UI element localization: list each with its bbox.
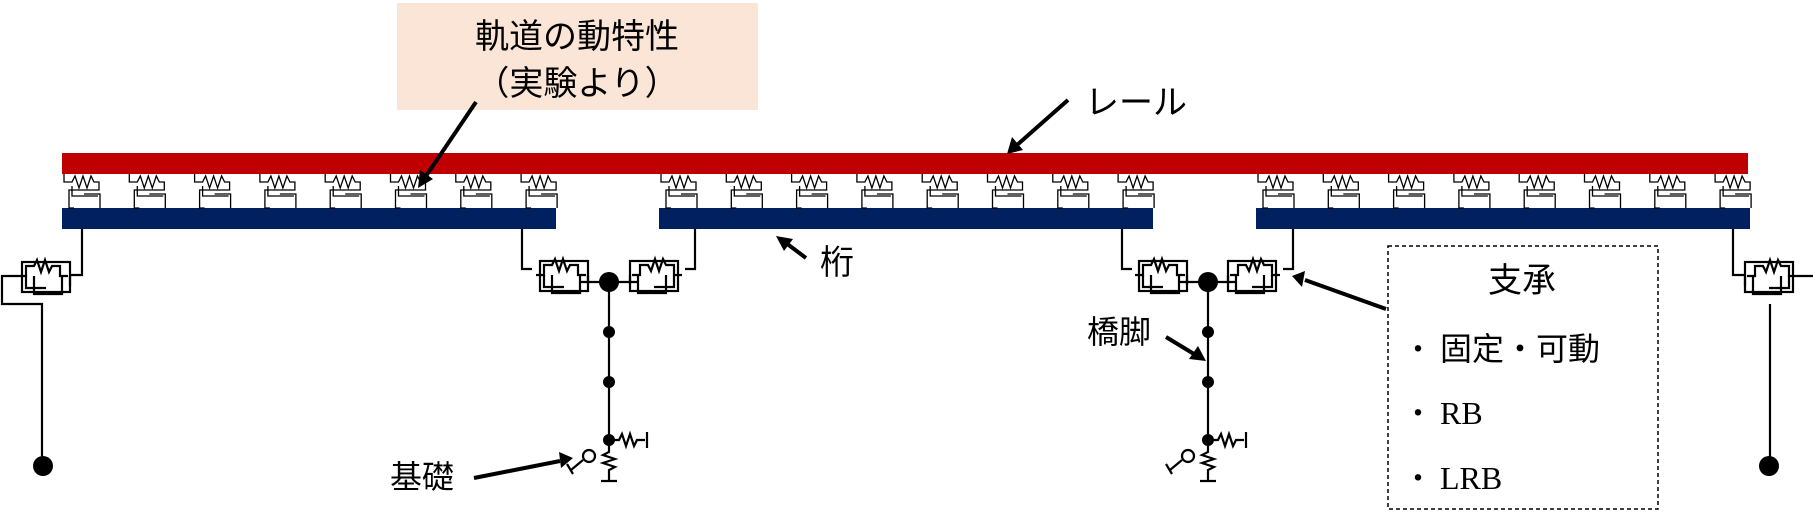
- spring-icon: [1322, 173, 1360, 209]
- spring-icon: [63, 173, 101, 209]
- pier-arrowhead-icon: [1189, 346, 1206, 361]
- node-dot-icon: [1202, 326, 1214, 338]
- track-dynamics-subtitle: （実験より）: [475, 64, 678, 104]
- node-dot-icon: [1759, 456, 1779, 476]
- legend-item-3-text: LRB: [1440, 460, 1502, 496]
- pier-label: 橋脚: [1087, 313, 1151, 351]
- bearing-arrow: [1304, 278, 1387, 311]
- spring-icon: [921, 173, 959, 209]
- girder-3: [1256, 208, 1750, 229]
- pier-arrow: [1164, 335, 1196, 356]
- spring-icon: [790, 173, 829, 209]
- girder-2: [659, 208, 1153, 229]
- bearing-legend-title: 支承: [1488, 261, 1556, 301]
- spring-icon: [1257, 173, 1295, 209]
- spring-icon: [1052, 173, 1090, 209]
- rail-label: レール: [1085, 83, 1187, 123]
- hinge-icon: [581, 448, 597, 464]
- track-dynamics-arrow: [424, 100, 478, 178]
- girder-arrowhead-icon: [776, 236, 793, 251]
- track-spring-row: [63, 173, 1752, 209]
- spring-icon: [1387, 173, 1426, 209]
- spring-icon: [1453, 173, 1491, 209]
- foundation-spring-icon: [599, 430, 649, 483]
- track-dynamics-callout-box: [397, 3, 758, 110]
- bearing-icon: [536, 255, 590, 295]
- bearing-icon: [1226, 255, 1280, 295]
- spring-icon: [1518, 173, 1556, 209]
- bearing-arrowhead-icon: [1292, 271, 1305, 287]
- node-dot-icon: [603, 326, 615, 338]
- legend-item-2-bullet: ・: [1403, 397, 1433, 432]
- rail-arrow: [1015, 98, 1070, 147]
- track-dynamics-arrowhead-icon: [418, 170, 433, 188]
- bearing-icon: [1135, 255, 1189, 295]
- spring-icon: [389, 173, 428, 209]
- girder-1: [62, 208, 556, 229]
- spring-icon: [520, 173, 558, 209]
- substructure: [0, 229, 1813, 483]
- legend-item-3-bullet: ・: [1403, 462, 1433, 497]
- spring-icon: [324, 173, 362, 209]
- bearing-icon: [628, 255, 682, 295]
- foundation-arrow: [473, 459, 561, 480]
- bearing-icon: [18, 256, 72, 296]
- spring-icon: [1649, 173, 1687, 209]
- foundation-label: 基礎: [390, 458, 454, 496]
- spring-icon: [259, 173, 297, 209]
- girder-arrow: [784, 241, 808, 260]
- node-dot-icon: [33, 456, 53, 476]
- spring-icon: [856, 173, 894, 209]
- spring-icon: [1583, 173, 1622, 209]
- legend-item-1-bullet: ・: [1403, 333, 1433, 368]
- spring-icon: [193, 173, 232, 209]
- node-dot-icon: [603, 376, 615, 388]
- foundation-spring-icon: [1198, 430, 1248, 483]
- legend-item-1-text: 固定・可動: [1440, 330, 1600, 368]
- spring-icon: [660, 173, 698, 209]
- rail-arrowhead-icon: [1007, 137, 1023, 154]
- rail: [62, 153, 1748, 174]
- spring-icon: [1714, 173, 1752, 209]
- girder-label: 桁: [820, 243, 854, 283]
- node-dot-icon: [1202, 376, 1214, 388]
- bearing-icon: [1743, 256, 1797, 296]
- spring-icon: [986, 173, 1025, 209]
- track-dynamics-title: 軌道の動特性: [475, 17, 679, 57]
- spring-icon: [725, 173, 763, 209]
- foundation-arrowhead-icon: [559, 452, 573, 468]
- spring-icon: [128, 173, 166, 209]
- legend-item-2-text: RB: [1440, 395, 1483, 431]
- spring-icon: [1117, 173, 1155, 209]
- bearing-legend-box: [1387, 245, 1659, 510]
- hinge-icon: [1180, 448, 1196, 464]
- spring-icon: [455, 173, 493, 209]
- arrows: [418, 98, 1387, 480]
